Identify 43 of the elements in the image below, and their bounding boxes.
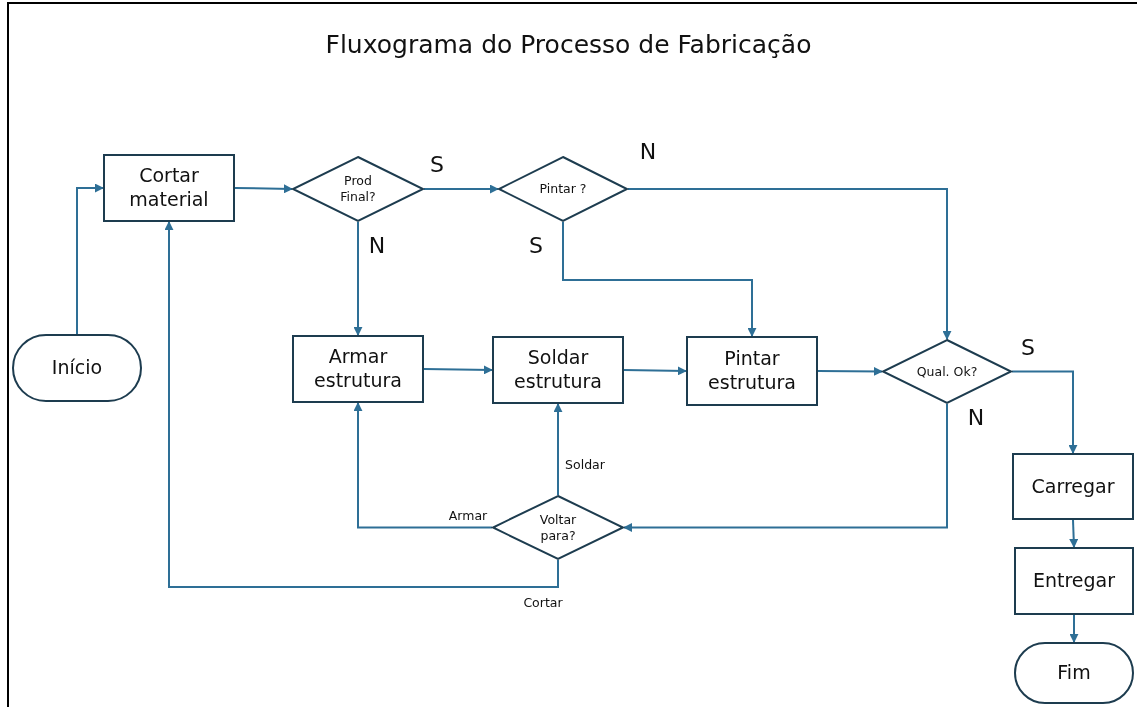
arrow [562,221,757,337]
diagram-title: Fluxograma do Processo de Fabricação [325,30,812,59]
node-label: Entregar [1032,569,1116,593]
process-box [292,335,424,403]
arrow [553,403,563,496]
arrow [623,366,687,376]
process-box [1012,453,1134,520]
node-label: Pintar estrutura [707,347,797,395]
node-label: Carregar [1031,474,1115,499]
decision-diamond [292,156,424,222]
node-label: Prod Final? [339,173,377,205]
decision-diamond [882,339,1012,404]
arrow [623,403,948,532]
arrow [1069,614,1079,643]
arrow [627,188,952,340]
process-box [103,154,235,222]
decision-diamond [498,156,628,222]
node-label: Cortar material [128,164,210,212]
edge-label: Soldar [563,458,607,472]
arrow [76,183,104,335]
node-label: Armar estrutura [313,345,403,393]
node-label: Soldar estrutura [513,346,603,394]
process-box [1014,547,1134,615]
arrow [1011,370,1078,454]
arrow [423,365,493,375]
terminal-shape [12,334,142,402]
process-box [492,336,624,404]
node-label: Qual. Ok? [916,363,978,380]
node-label: Voltar para? [538,511,578,544]
arrow [353,221,363,336]
arrow [817,366,883,376]
decision-diamond [492,495,624,560]
edge-label: Armar [446,509,490,523]
node-label: Pintar ? [539,181,587,197]
process-box [686,336,818,406]
edge-label: Cortar [521,596,565,610]
node-label: Fim [1057,661,1091,685]
arrow [423,184,499,194]
node-label: Início [51,356,103,380]
arrow [164,221,559,588]
arrow [1069,519,1079,548]
arrow [353,402,493,529]
arrow [234,184,293,194]
